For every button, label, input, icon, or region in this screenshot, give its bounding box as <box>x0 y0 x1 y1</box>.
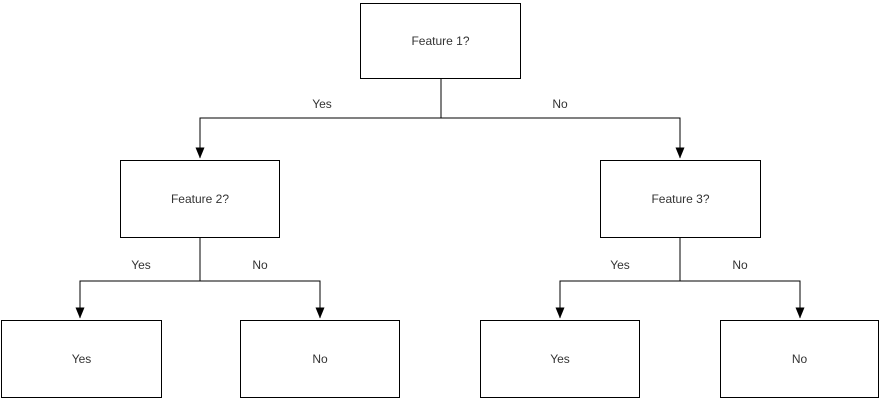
edge-label-feature-2-no: No <box>250 258 270 272</box>
node-feature-3: Feature 3? <box>600 160 761 238</box>
node-leaf-no-right: No <box>720 320 879 398</box>
node-feature-1: Feature 1? <box>360 3 521 79</box>
node-feature-2: Feature 2? <box>120 160 280 238</box>
edge-feature-2-to-leaf-no-left <box>199 238 325 319</box>
node-label: Yes <box>71 351 92 366</box>
edges-group <box>75 79 805 319</box>
node-label: Yes <box>550 351 570 366</box>
edge-label-feature-1-yes: Yes <box>310 97 334 111</box>
edge-feature-3-to-leaf-yes-right <box>555 238 681 319</box>
node-leaf-no-left: No <box>240 320 400 398</box>
node-label: No <box>791 351 808 366</box>
edge-label-feature-3-yes: Yes <box>608 258 632 272</box>
edge-feature-1-to-feature-3 <box>440 79 685 159</box>
edge-feature-2-to-leaf-yes-left <box>75 238 201 319</box>
edge-feature-3-to-leaf-no-right <box>679 238 805 319</box>
node-leaf-yes-right: Yes <box>480 320 640 398</box>
node-label: Feature 2? <box>170 191 230 206</box>
edge-label-feature-2-yes: Yes <box>129 258 153 272</box>
node-leaf-yes-left: Yes <box>1 320 162 398</box>
node-label: No <box>312 351 328 366</box>
edge-label-feature-1-no: No <box>550 97 570 111</box>
edge-label-feature-3-no: No <box>730 258 750 272</box>
edge-feature-1-to-feature-2 <box>195 79 442 159</box>
node-label: Feature 1? <box>411 33 470 48</box>
node-label: Feature 3? <box>651 191 710 206</box>
